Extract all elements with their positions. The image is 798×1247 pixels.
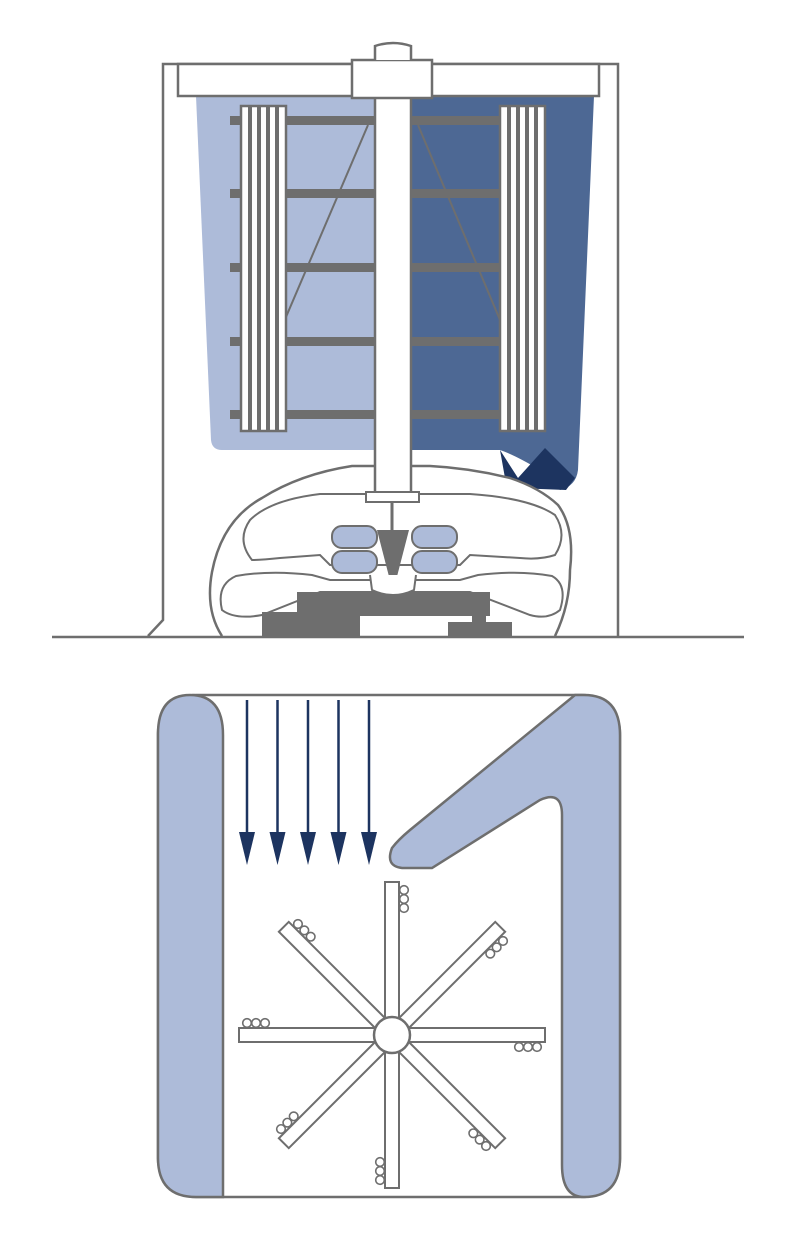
rotor-shaft	[373, 94, 413, 496]
blade-grid-bars	[230, 116, 508, 419]
bearing-cushion-upper	[242, 493, 563, 566]
radial-rotor	[238, 881, 546, 1189]
spoke-roller	[374, 1156, 386, 1168]
pivot-seat	[369, 574, 417, 596]
spoke-roller	[305, 931, 316, 942]
spoke-roller	[374, 1174, 386, 1186]
spoke-roller	[250, 1017, 262, 1029]
spoke-roller	[513, 1041, 525, 1053]
wind-arrow	[239, 700, 255, 865]
wind-arrow	[269, 700, 286, 865]
spoke-roller	[485, 948, 496, 959]
wind-arrows	[239, 700, 377, 865]
housing-wall-right	[388, 693, 622, 1199]
top-hub	[350, 58, 434, 100]
grid-bar	[230, 189, 508, 198]
grid-bar	[230, 263, 508, 272]
rotor-spoke	[275, 1028, 399, 1150]
wind-arrow	[330, 700, 347, 865]
sail-brace-right	[417, 124, 501, 321]
grid-bar	[230, 116, 508, 125]
spoke-roller	[398, 902, 410, 914]
spoke-roller	[259, 1017, 271, 1029]
spoke-roller	[468, 1128, 479, 1139]
bearing-rollers	[331, 525, 458, 574]
shaft-collar-bottom	[365, 491, 420, 503]
wind-arrow	[361, 700, 377, 865]
tower-frame	[147, 62, 620, 637]
spoke-roller	[531, 1041, 543, 1053]
base-plinth	[262, 592, 512, 638]
spoke-roller	[398, 893, 410, 905]
top-cap	[373, 41, 413, 60]
slat-blade-left	[239, 104, 288, 433]
slat-blade-right	[498, 104, 547, 433]
upper-figure	[52, 41, 744, 639]
spoke-roller	[522, 1041, 534, 1053]
sail-panel-left	[196, 96, 392, 450]
spoke-roller	[374, 1165, 386, 1177]
lower-figure	[156, 693, 622, 1199]
rotor-hub	[372, 1015, 412, 1055]
spoke-roller	[288, 1111, 299, 1122]
housing-wall-left	[156, 693, 225, 1199]
wind-arrow	[300, 700, 316, 865]
grid-bar	[230, 410, 508, 419]
spoke-roller	[398, 884, 410, 896]
pivot-cone	[377, 530, 409, 592]
rotor-spoke	[238, 1017, 393, 1043]
spoke-roller	[241, 1017, 253, 1029]
grid-bar	[230, 337, 508, 346]
